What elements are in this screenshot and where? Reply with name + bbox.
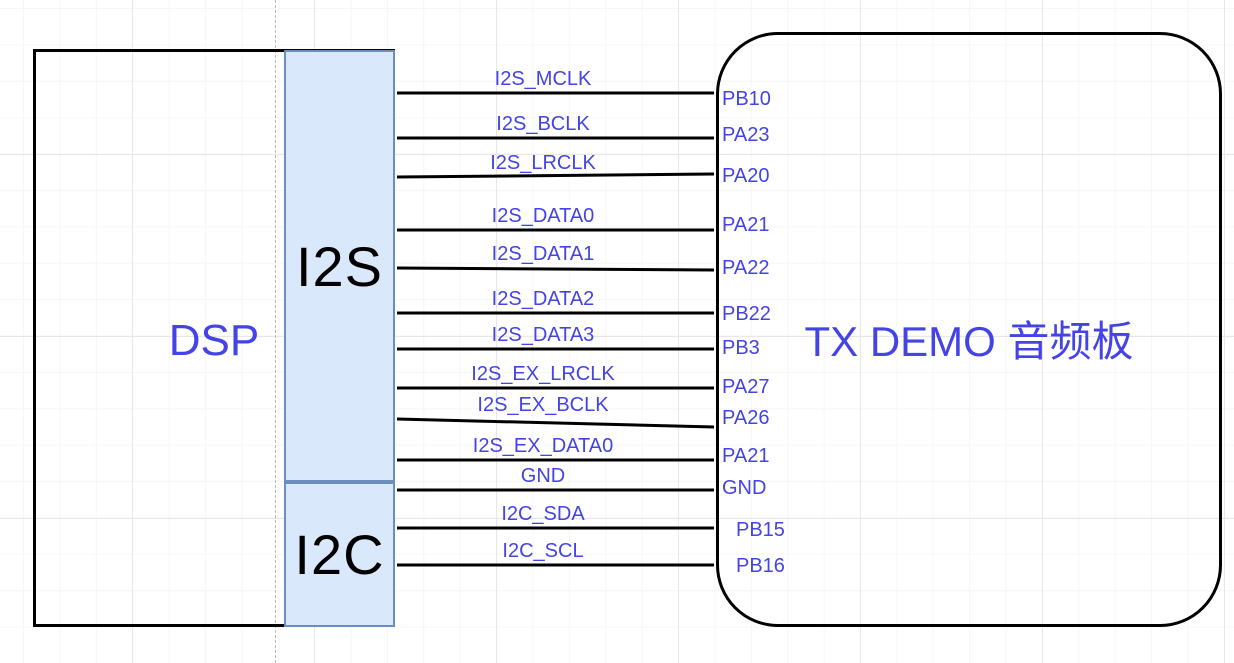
i2s-block-label: I2S <box>295 234 384 298</box>
pin-label: PB22 <box>722 303 771 325</box>
i2c-block: I2C <box>284 482 395 627</box>
wire-i2s_ex_bclk <box>396 417 715 429</box>
pin-label: PB16 <box>736 555 785 577</box>
dsp-label: DSP <box>168 316 260 365</box>
page-boundary-dashed-line <box>275 0 276 663</box>
pin-label: PA22 <box>722 257 770 279</box>
signal-label: I2S_LRCLK <box>490 152 596 174</box>
i2s-block: I2S <box>284 50 395 482</box>
pin-label: PA27 <box>722 376 770 398</box>
wire-i2s_data1 <box>396 266 715 272</box>
signal-label: I2S_DATA1 <box>491 243 595 265</box>
pin-label: PB10 <box>722 88 771 110</box>
signal-label: GND <box>520 465 566 487</box>
signal-label: I2S_MCLK <box>494 68 592 90</box>
signal-label: I2S_DATA2 <box>491 288 595 310</box>
signal-label: I2C_SCL <box>502 540 584 562</box>
pin-label: PB15 <box>736 519 785 541</box>
signal-label: I2S_DATA0 <box>491 205 595 227</box>
signal-label: I2S_BCLK <box>496 113 590 135</box>
pin-label: GND <box>722 477 767 499</box>
pin-label: PA23 <box>722 124 770 146</box>
audio-board-label: TX DEMO 音频板 <box>804 318 1134 365</box>
pin-label: PB3 <box>722 337 760 359</box>
signal-label: I2S_EX_BCLK <box>477 394 609 416</box>
pin-label: PA21 <box>722 445 770 467</box>
signal-label: I2S_EX_LRCLK <box>471 363 615 385</box>
signal-label: I2C_SDA <box>501 503 585 525</box>
wire-i2s_lrclk <box>396 172 715 179</box>
audio-board-box <box>716 32 1222 627</box>
pin-label: PA26 <box>722 407 770 429</box>
pin-label: PA21 <box>722 214 770 236</box>
signal-label: I2S_DATA3 <box>491 324 595 346</box>
signal-label: I2S_EX_DATA0 <box>472 435 614 457</box>
pin-label: PA20 <box>722 165 770 187</box>
i2c-block-label: I2C <box>294 523 385 586</box>
